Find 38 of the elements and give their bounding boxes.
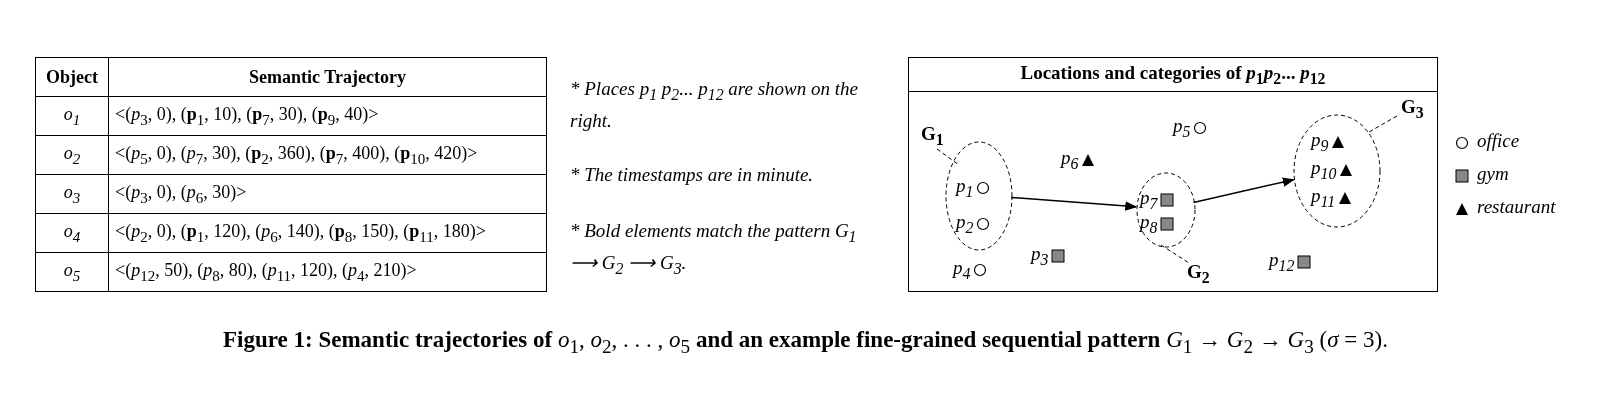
table-cell: <(p$_{3}$, 0), (p$_{6}$, 30)> bbox=[108, 174, 547, 214]
point-label: p$_{7}$ bbox=[1140, 187, 1158, 208]
point-label: p$_{4}$ bbox=[953, 257, 971, 278]
arrow bbox=[1010, 196, 1138, 211]
table-cell: <(p$_{5}$, 0), (p$_{7}$, 30), (p$_{2}$, 360), (p$_{7}$, 400), (p$_{10}$, 420)> bbox=[108, 135, 547, 175]
note-text: * Bold elements match the pattern G$_{1}$ ⟶ G$_{2}$ ⟶ G$_{3}$. bbox=[570, 219, 858, 279]
point-label: p$_{8}$ bbox=[1140, 211, 1158, 232]
group-label: G$_{1}$ bbox=[921, 123, 944, 149]
figure-caption: Figure 1: Semantic trajectories of o$_{1}$, o$_{2}$, . . . , o$_{5}$ and an example fine-grained sequential pattern G$_{1}$ → G$_{2}$ → G$_{3}$ (σ = 3). bbox=[222, 327, 1389, 358]
point-label: p$_{5}$ bbox=[1173, 115, 1191, 136]
point-label: p$_{10}$ bbox=[1311, 157, 1337, 178]
legend-label: gym bbox=[1477, 163, 1509, 184]
table-cell: o$_{2}$ bbox=[35, 135, 109, 175]
table-cell: <(p$_{3}$, 0), (p$_{1}$, 10), (p$_{7}$, 30), (p$_{9}$, 40)> bbox=[108, 96, 547, 136]
header-cell: Object bbox=[35, 57, 109, 97]
point-label: p$_{11}$ bbox=[1311, 185, 1336, 206]
table-cell: o$_{1}$ bbox=[35, 96, 109, 136]
table-cell: o$_{5}$ bbox=[35, 252, 109, 292]
point-label: p$_{6}$ bbox=[1061, 147, 1079, 168]
legend-label: office bbox=[1477, 130, 1520, 151]
table-cell: o$_{4}$ bbox=[35, 213, 109, 253]
header-cell: Semantic Trajectory bbox=[108, 57, 547, 97]
point-label: p$_{2}$ bbox=[956, 211, 974, 232]
point-label: p$_{3}$ bbox=[1031, 243, 1049, 264]
table-cell: o$_{3}$ bbox=[35, 174, 109, 214]
map-panel bbox=[908, 57, 1438, 292]
group-label: G$_{3}$ bbox=[1401, 96, 1424, 122]
table-cell: <(p$_{2}$, 0), (p$_{1}$, 120), (p$_{6}$, 140), (p$_{8}$, 150), (p$_{11}$, 180)> bbox=[108, 213, 547, 253]
panel-title: Locations and categories of p$_{1}$p$_{2}$... p$_{12}$ bbox=[1019, 62, 1327, 88]
note-text: * Places p$_{1}$ p$_{2}$... p$_{12}$ are shown on the right. bbox=[570, 77, 859, 133]
table-cell: <(p$_{12}$, 50), (p$_{8}$, 80), (p$_{11}$, 120), (p$_{4}$, 210)> bbox=[108, 252, 547, 292]
group-label: G$_{2}$ bbox=[1187, 261, 1210, 287]
point-label: p$_{1}$ bbox=[956, 175, 974, 196]
point-label: p$_{9}$ bbox=[1311, 129, 1329, 150]
note-text: * The timestamps are in minute. bbox=[570, 163, 815, 187]
point-label: p$_{12}$ bbox=[1269, 249, 1295, 270]
arrow bbox=[1192, 177, 1295, 204]
legend-label: restaurant bbox=[1477, 196, 1556, 217]
